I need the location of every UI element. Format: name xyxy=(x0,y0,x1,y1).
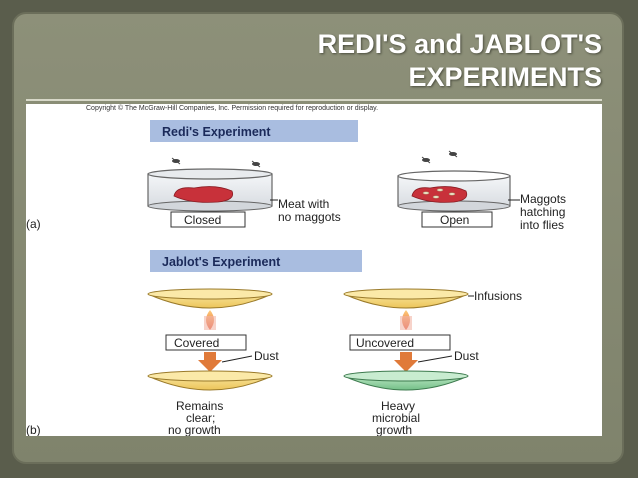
fly-icon xyxy=(448,150,458,158)
left-result-line-1: Remains xyxy=(176,399,223,413)
open-label-box xyxy=(421,211,493,228)
closed-caption-line-1: Meat with xyxy=(278,197,329,211)
heat-icon xyxy=(204,310,216,330)
closed-jar xyxy=(147,168,273,212)
open-caption-line-3: into flies xyxy=(520,218,564,232)
open-jar xyxy=(397,170,511,212)
redi-header: Redi's Experiment xyxy=(162,125,271,139)
uncovered-label-box xyxy=(349,334,451,351)
maggot-icon xyxy=(422,188,456,199)
slide-title-line-2: EXPERIMENTS xyxy=(408,62,602,92)
result-dish-left xyxy=(147,370,273,391)
arrow-down-icon xyxy=(198,352,222,372)
dust-label-left: Dust xyxy=(254,349,279,363)
jablot-header-box xyxy=(150,250,362,272)
experiment-figure: Copyright © The McGraw-Hill Companies, I… xyxy=(26,104,602,436)
left-result-line-2: clear; xyxy=(186,411,215,425)
heat-icon xyxy=(400,310,412,330)
open-label: Open xyxy=(440,213,469,227)
experiment-diagram: Copyright © The McGraw-Hill Companies, I… xyxy=(26,104,566,436)
open-caption-line-2: hatching xyxy=(520,205,565,219)
meat-icon xyxy=(411,186,468,203)
right-result-line-3: growth xyxy=(376,423,412,436)
infusions-label: Infusions xyxy=(474,289,522,303)
slide-title: REDI'S and JABLOT'S EXPERIMENTS xyxy=(182,28,602,94)
uncovered-label: Uncovered xyxy=(356,336,414,350)
redi-header-box xyxy=(150,120,358,142)
result-dish-right xyxy=(343,370,469,391)
panel-label-a: (a) xyxy=(26,217,41,231)
dust-label-right: Dust xyxy=(454,349,479,363)
fly-icon xyxy=(171,157,181,165)
meat-icon xyxy=(173,186,234,203)
left-result-line-3: no growth xyxy=(168,423,221,436)
copyright-text: Copyright © The McGraw-Hill Companies, I… xyxy=(86,104,378,112)
closed-caption-line-2: no maggots xyxy=(278,210,341,224)
infusion-flask-left xyxy=(147,288,273,309)
arrow-down-icon xyxy=(394,352,418,372)
covered-label: Covered xyxy=(174,336,219,350)
open-caption-line-1: Maggots xyxy=(520,192,566,206)
fly-icon xyxy=(251,160,261,168)
right-result-line-1: Heavy xyxy=(381,399,415,413)
fly-icon xyxy=(421,156,431,164)
infusion-flask-right xyxy=(343,288,469,309)
slide-title-line-1: REDI'S and JABLOT'S xyxy=(317,29,602,59)
closed-label: Closed xyxy=(184,213,221,227)
covered-label-box xyxy=(165,334,247,351)
jablot-header: Jablot's Experiment xyxy=(162,255,281,269)
panel-label-b: (b) xyxy=(26,423,41,436)
title-divider xyxy=(26,99,602,101)
closed-label-box xyxy=(170,211,246,228)
right-result-line-2: microbial xyxy=(372,411,420,425)
